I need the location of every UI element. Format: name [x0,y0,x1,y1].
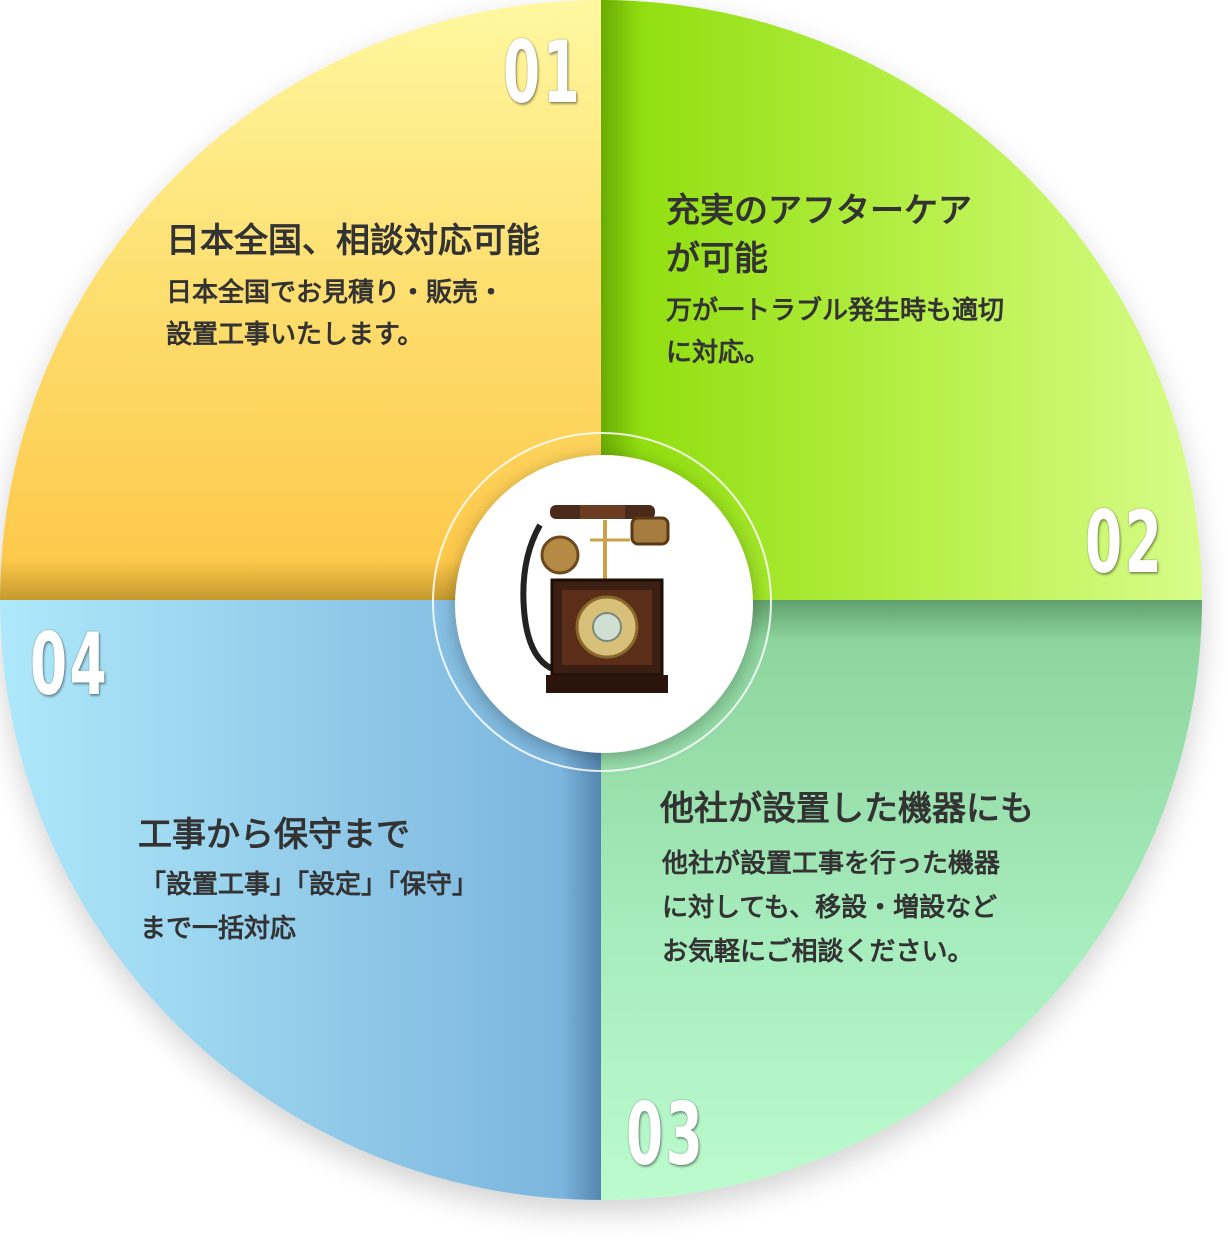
section-03-title: 他社が設置した機器にも [660,789,1034,829]
section-04-desc-line2: まで一括対応 [140,914,297,944]
section-02-title-line1: 充実のアフターケア [666,191,972,231]
section-03-number: 03 [626,1085,706,1185]
section-02-desc-line2: に対応。 [666,338,771,368]
section-03-desc-line2: に対しても、移設・増設など [662,893,998,923]
section-02-desc-line1: 万が一トラブル発生時も適切 [666,296,1005,326]
section-03-desc-line3: お気軽にご相談ください。 [662,937,974,967]
section-01-desc-line1: 日本全国でお見積り・販売・ [166,278,505,308]
section-01-desc-line2: 設置工事いたします。 [166,320,424,350]
antique-telephone-icon [520,505,670,693]
section-02-title-line2: が可能 [666,239,768,279]
section-04-desc-line1: 「設置工事」「設定」「保守」 [140,870,479,900]
section-02-number: 02 [1085,493,1165,593]
section-03-desc-line1: 他社が設置工事を行った機器 [662,849,1001,879]
section-04-number: 04 [30,615,110,715]
center-ring [432,432,772,772]
section-01-title: 日本全国、相談対応可能 [166,221,540,261]
section-01-number: 01 [503,23,583,123]
section-04-title: 工事から保守まで [138,815,410,855]
